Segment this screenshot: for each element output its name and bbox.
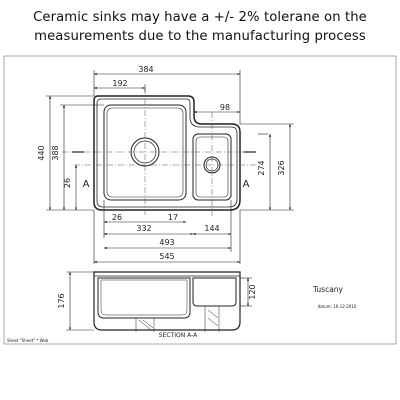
tolerance-notice: Ceramic sinks may have a +/- 2% tolerane… <box>0 8 400 46</box>
sink-outer-outline-inner <box>96 98 238 208</box>
section-outer-profile <box>93 271 241 331</box>
sheet-label: Sheet "Sheet" * Web <box>7 338 49 343</box>
dimension-lines <box>46 70 294 264</box>
dim-section-depth: 176 <box>57 293 66 308</box>
sink-outer-outline <box>93 95 241 211</box>
dim-small-bowl-width: 98 <box>220 103 230 112</box>
section-main-bowl-inner <box>100 279 188 316</box>
dim-small-bowl-height: 274 <box>257 160 266 175</box>
section-marker-left: A <box>83 179 90 190</box>
main-bowl-outline <box>103 104 187 201</box>
dim-rim-offset: 26 <box>63 178 72 188</box>
section-drain-hatching <box>135 306 220 332</box>
product-name: Tuscany <box>312 285 344 294</box>
section-main-bowl <box>97 277 191 319</box>
dim-overall-width: 384 <box>138 65 153 74</box>
dim-small-bowl-bottom-width: 144 <box>204 224 219 233</box>
dim-overall-height: 440 <box>37 145 46 160</box>
section-marker-right: A <box>243 179 250 190</box>
dim-outer-total-width: 545 <box>159 252 174 261</box>
dim-main-bowl-center: 192 <box>112 79 127 88</box>
dim-bottom-mid-offset: 17 <box>168 213 178 222</box>
sink-plan-view <box>93 95 241 211</box>
tolerance-notice-line-2: measurements due to the manufacturing pr… <box>34 29 366 44</box>
section-label: SECTION A-A <box>159 332 198 339</box>
dim-inner-total-width: 493 <box>159 238 174 247</box>
dim-bottom-left-offset: 26 <box>112 213 122 222</box>
tolerance-notice-line-1: Ceramic sinks may have a +/- 2% tolerane… <box>33 10 367 25</box>
center-lines <box>62 88 256 216</box>
dim-small-bowl-depth: 120 <box>248 284 257 299</box>
drawing-date: datum: 16-12-2010 <box>318 304 357 309</box>
dim-small-bowl-outer-height: 326 <box>277 160 286 175</box>
sink-section-view <box>93 271 241 331</box>
section-small-bowl <box>192 277 237 307</box>
dim-main-bowl-width: 332 <box>136 224 151 233</box>
section-dimension-lines <box>66 271 252 331</box>
dim-main-bowl-height: 388 <box>51 145 60 160</box>
drawing-frame <box>3 55 397 345</box>
